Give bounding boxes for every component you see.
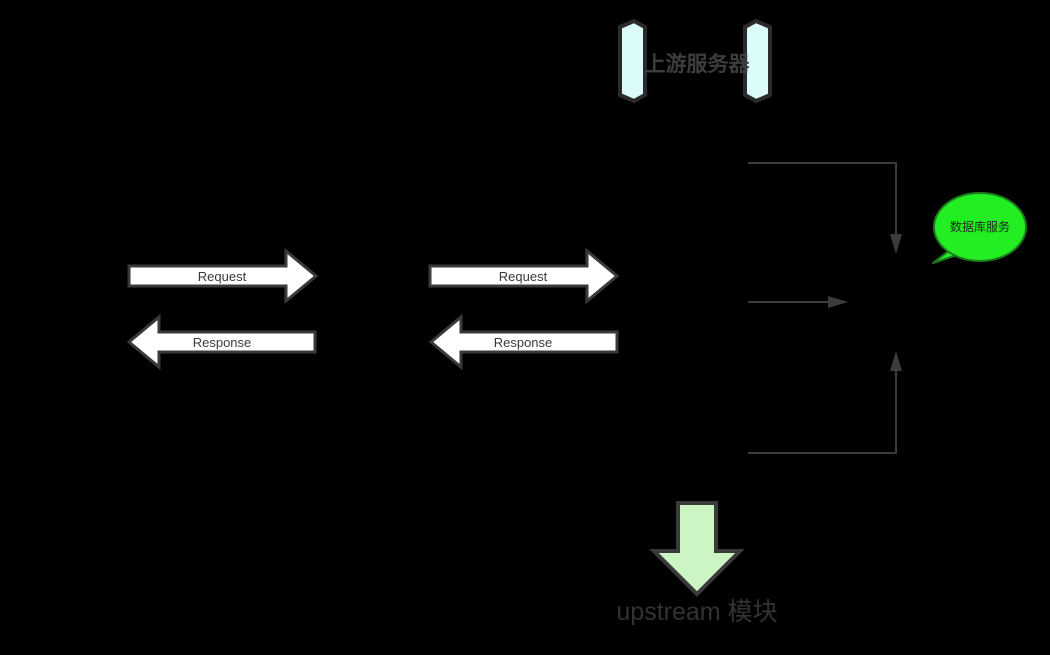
right-bracket-icon [743,18,772,104]
upstream-server-label: 上游服务器 [645,52,751,76]
request-arrow-2[interactable] [428,247,620,305]
upstream-module-label: upstream 模块 [616,598,777,626]
response-arrow-1[interactable] [126,313,317,371]
upstream-module-down-arrow[interactable] [649,501,745,597]
bubble-body [933,192,1027,262]
middle-connector-right-arrowhead [828,296,848,308]
response-arrow-2-label: Response [494,335,553,350]
database-service-label: 数据库服务 [950,219,1010,234]
top-connector-line [748,162,897,240]
upstream-module-group: upstream 模块 [616,501,778,626]
top-connector-down-arrowhead [890,234,902,254]
upstream-server-group: 上游服务器 [618,18,772,104]
response-arrow-2[interactable] [428,313,619,371]
flow-client-to-proxy: Request Response [126,247,319,371]
bottom-connector-up-arrowhead [890,351,902,371]
left-bracket-icon [618,18,647,104]
request-arrow-1[interactable] [127,247,319,305]
request-arrow-2-label: Request [499,269,548,284]
database-service-bubble[interactable]: 数据库服务 [932,192,1027,264]
flow-proxy-to-upstream: Request Response [428,247,620,371]
request-arrow-1-label: Request [198,269,247,284]
response-arrow-1-label: Response [193,335,252,350]
bottom-connector-line [748,366,897,454]
connectors-group [748,162,902,454]
